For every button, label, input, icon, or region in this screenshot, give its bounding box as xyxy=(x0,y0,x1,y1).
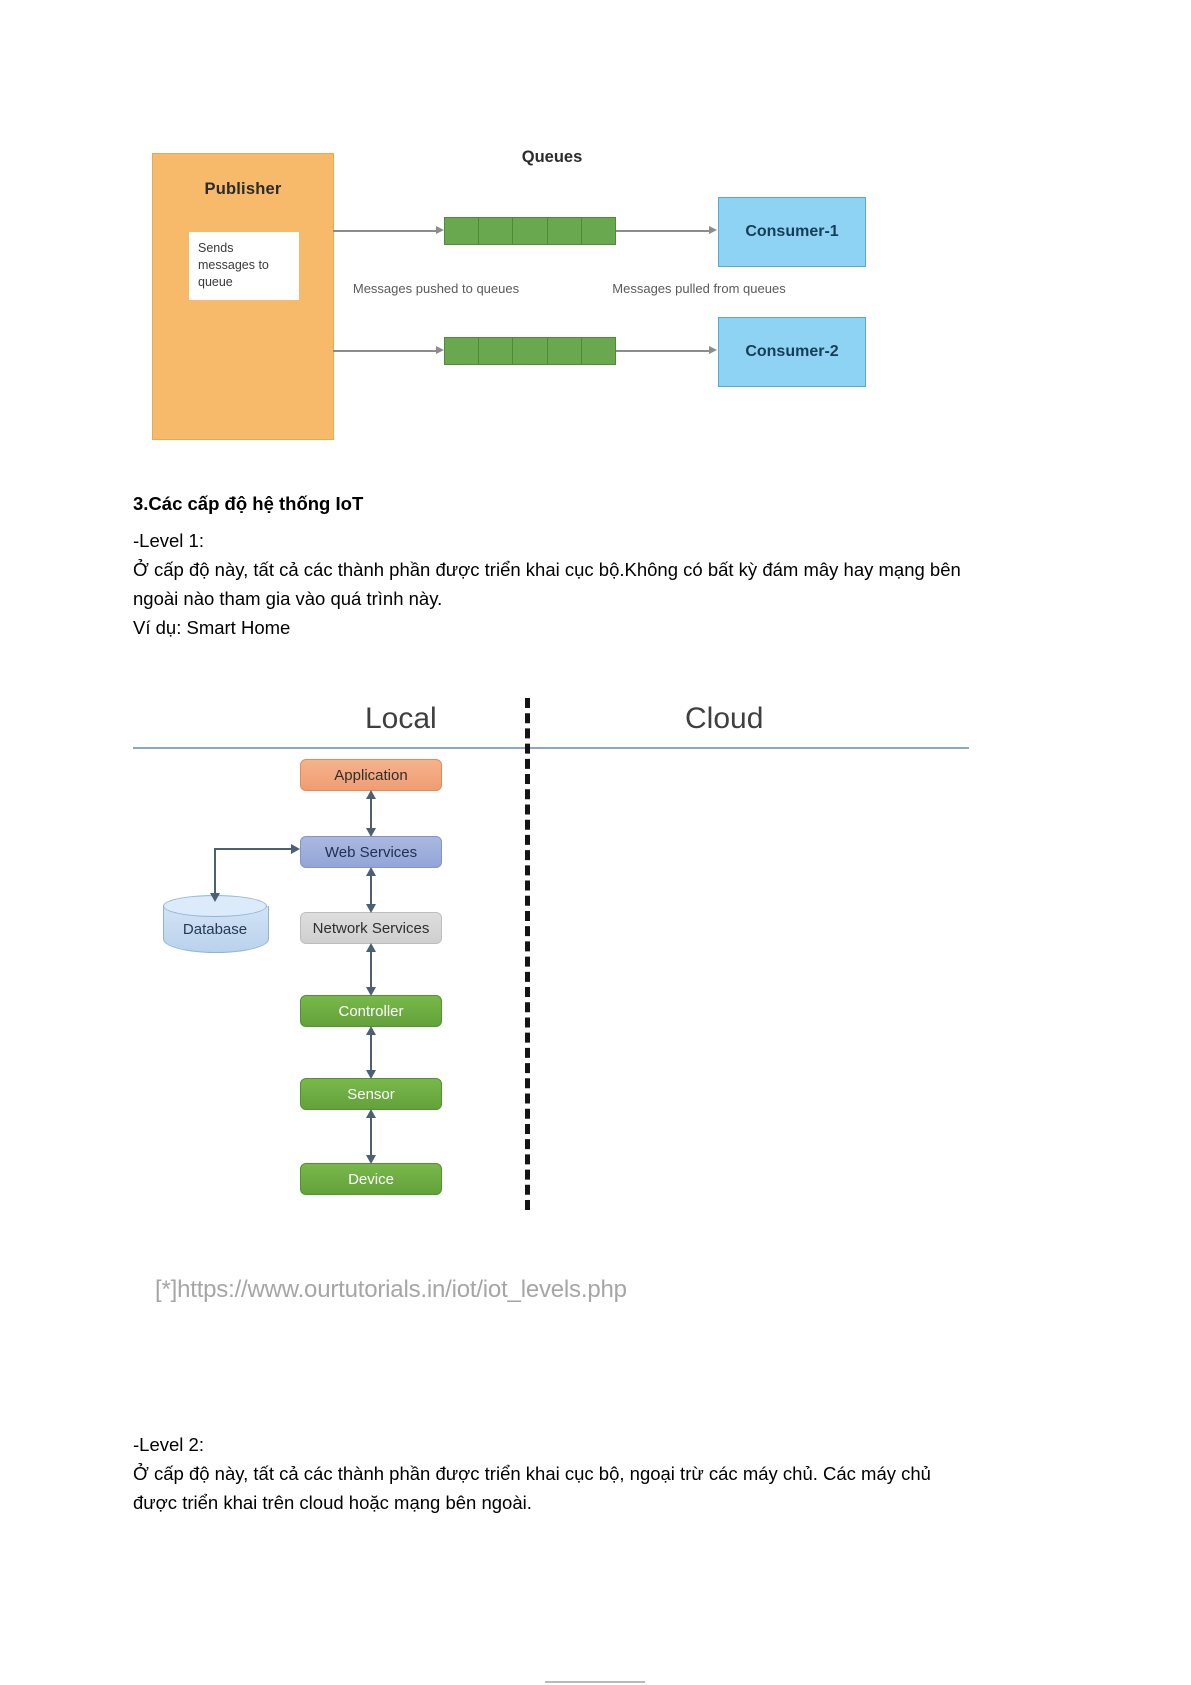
arrow-queue1-to-consumer1 xyxy=(616,230,710,232)
zone-label-local: Local xyxy=(365,702,437,735)
connector-database-web-services-vertical xyxy=(210,848,220,902)
arrow-head-icon xyxy=(291,843,300,854)
figure-source-credit: [*]https://www.ourtutorials.in/iot/iot_l… xyxy=(155,1276,627,1303)
database-label: Database xyxy=(182,921,248,938)
section-heading-iot-levels: 3.Các cấp độ hệ thống IoT xyxy=(133,489,973,518)
arrow-queue2-to-consumer2 xyxy=(616,350,710,352)
level1-label: -Level 1: xyxy=(133,530,204,551)
queue-cell xyxy=(547,338,582,364)
arrow-publisher-to-queue2 xyxy=(333,350,437,352)
queue-cell xyxy=(445,218,480,244)
publisher-note: Sends messages to queue xyxy=(189,232,299,300)
queue-strip-2 xyxy=(444,337,616,365)
publisher-title: Publisher xyxy=(204,180,282,198)
arrow-head-icon xyxy=(436,346,444,354)
queue-cell xyxy=(581,338,616,364)
connector-database-web-services-horizontal xyxy=(214,848,293,850)
caption-messages-pushed: Messages pushed to queues xyxy=(352,281,520,296)
level1-example: Ví dụ: Smart Home xyxy=(133,617,291,638)
arrow-publisher-to-queue1 xyxy=(333,230,437,232)
caption-messages-pulled: Messages pulled from queues xyxy=(612,281,786,296)
consumer-2-box: Consumer-2 xyxy=(718,317,866,387)
paragraph-level-1: -Level 1: Ở cấp độ này, tất cả các thành… xyxy=(133,526,973,642)
level2-body: Ở cấp độ này, tất cả các thành phần được… xyxy=(133,1463,931,1513)
zone-horizontal-rule xyxy=(133,747,969,749)
figure-iot-level-1: Local Cloud Application Web Services Net… xyxy=(133,690,973,1220)
arrow-head-icon xyxy=(436,226,444,234)
connector-network-services-controller xyxy=(366,943,376,996)
queue-cell xyxy=(479,338,514,364)
arrow-head-icon xyxy=(709,226,717,234)
queue-cell xyxy=(445,338,480,364)
page-bottom-rule xyxy=(545,1681,645,1683)
local-cloud-divider xyxy=(525,698,530,1210)
queue-cell xyxy=(513,218,548,244)
node-network-services: Network Services xyxy=(300,912,442,944)
queue-strip-1 xyxy=(444,217,616,245)
level1-body: Ở cấp độ này, tất cả các thành phần được… xyxy=(133,559,961,609)
queue-cell xyxy=(479,218,514,244)
node-database: Database xyxy=(163,895,269,957)
arrow-head-icon xyxy=(709,346,717,354)
node-application: Application xyxy=(300,759,442,791)
node-controller: Controller xyxy=(300,995,442,1027)
connector-controller-sensor xyxy=(366,1026,376,1079)
queue-cell xyxy=(581,218,616,244)
zone-label-cloud: Cloud xyxy=(685,702,764,735)
connector-sensor-device xyxy=(366,1109,376,1164)
paragraph-level-2: -Level 2: Ở cấp độ này, tất cả các thành… xyxy=(133,1430,973,1517)
consumer-1-box: Consumer-1 xyxy=(718,197,866,267)
publisher-box: Publisher Sends messages to queue xyxy=(152,153,334,440)
connector-application-web-services xyxy=(366,790,376,837)
queue-cell xyxy=(547,218,582,244)
node-device: Device xyxy=(300,1163,442,1195)
connector-web-services-network-services xyxy=(366,867,376,913)
node-sensor: Sensor xyxy=(300,1078,442,1110)
node-web-services: Web Services xyxy=(300,836,442,868)
heading-text: 3.Các cấp độ hệ thống IoT xyxy=(133,493,364,514)
queue-cell xyxy=(513,338,548,364)
level2-label: -Level 2: xyxy=(133,1434,204,1455)
queues-label: Queues xyxy=(521,148,583,166)
figure-publisher-queue-consumer: Publisher Sends messages to queue Queues… xyxy=(152,148,866,440)
